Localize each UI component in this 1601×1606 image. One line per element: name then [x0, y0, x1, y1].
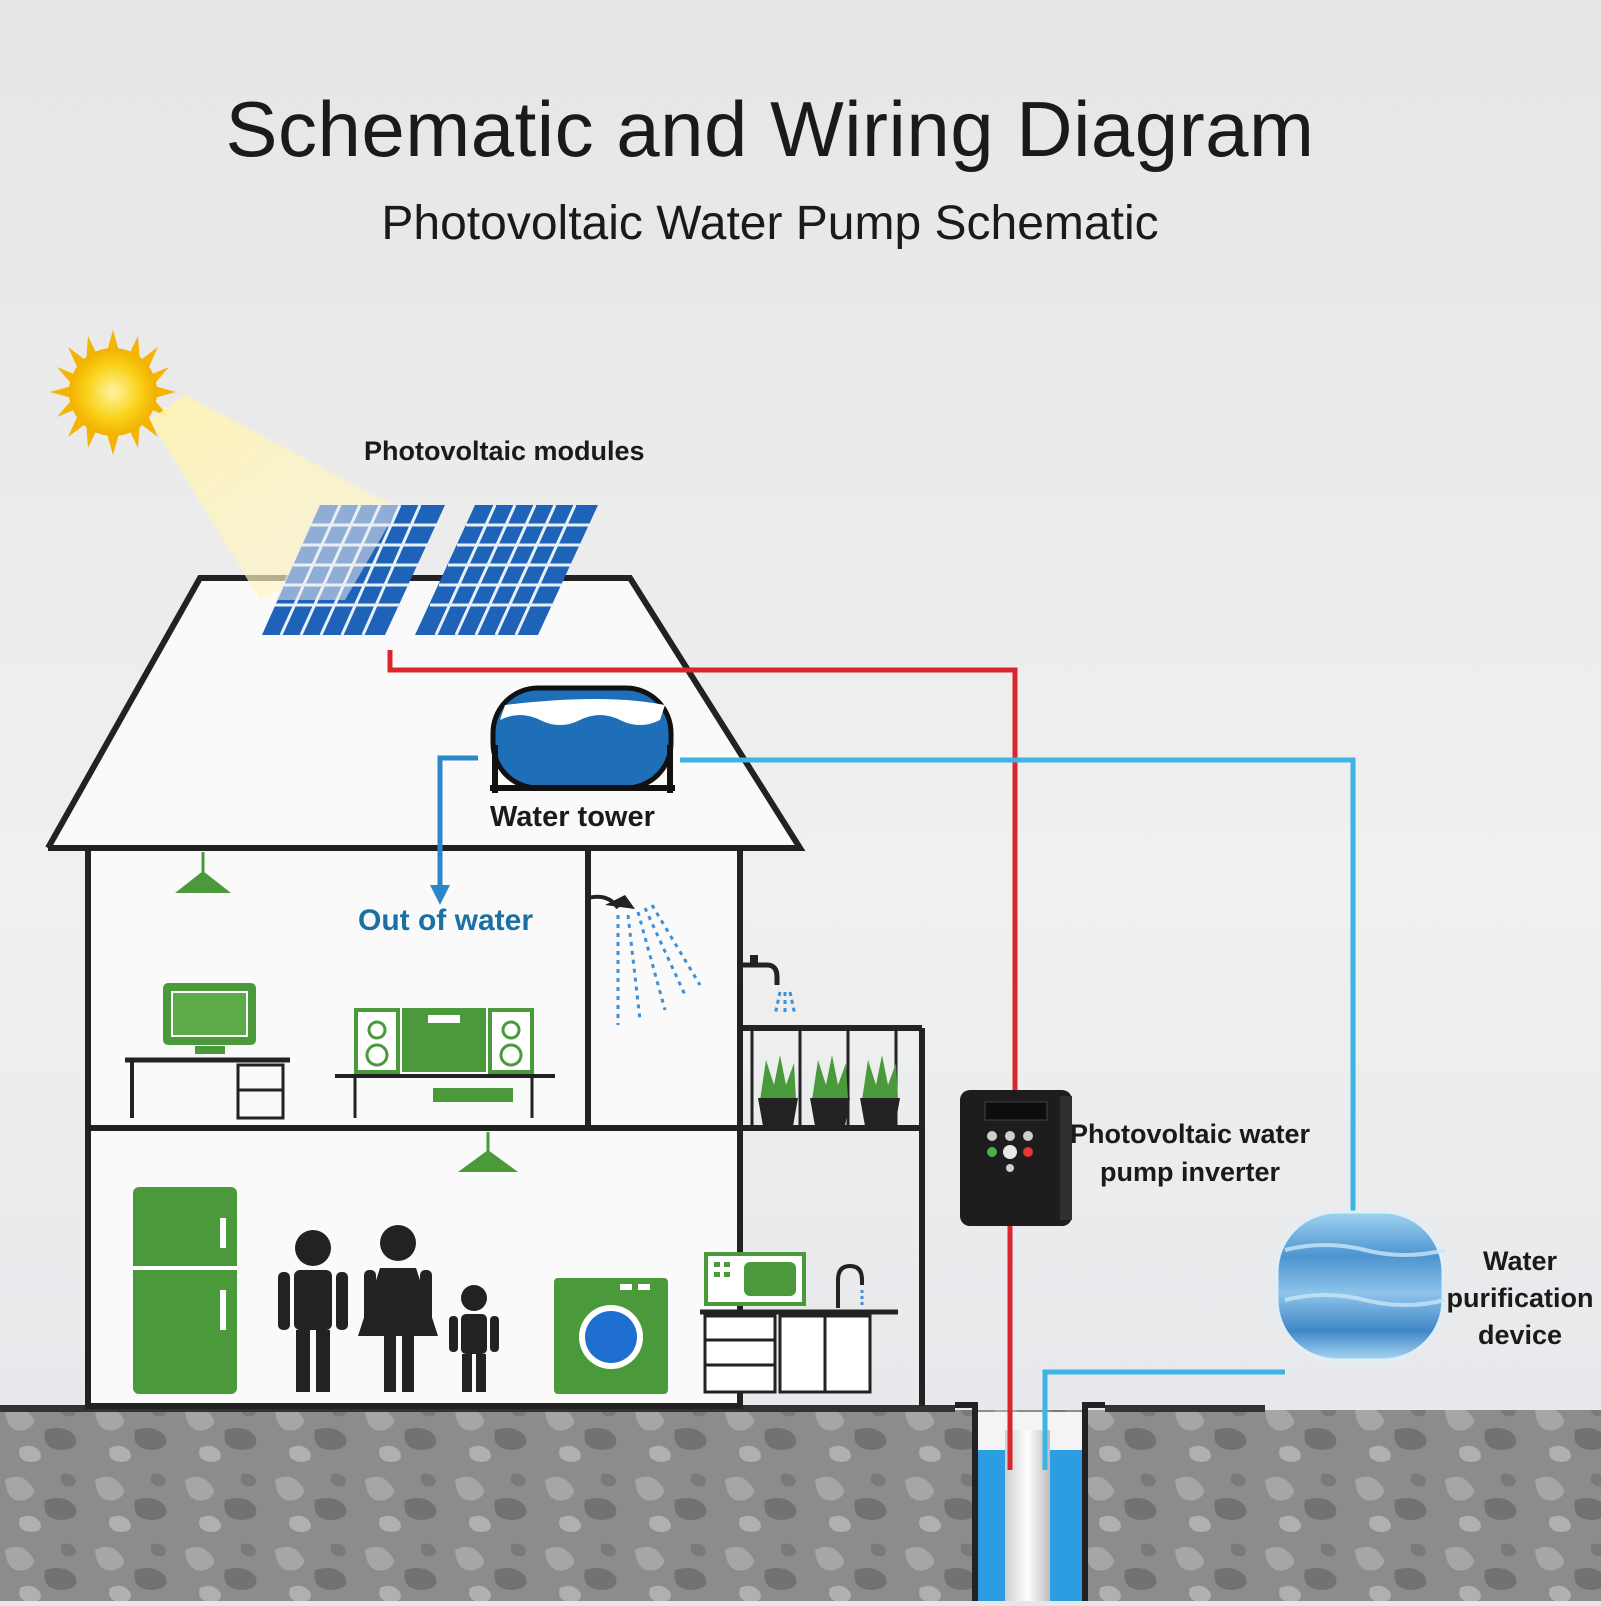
label-inverter-line1: Photovoltaic water [1070, 1119, 1311, 1149]
label-purifier-line2: purification [1446, 1283, 1594, 1313]
label-inverter: Photovoltaic water pump inverter [1070, 1115, 1310, 1191]
sun-icon [50, 330, 176, 455]
power-wire-panel-to-inverter [387, 650, 1018, 1100]
label-out-of-water: Out of water [358, 904, 534, 937]
label-purifier-line1: Water [1482, 1246, 1557, 1276]
page-title: Schematic and Wiring Diagram [225, 85, 1315, 173]
plants-icon [750, 1030, 900, 1126]
label-inverter-line2: pump inverter [1100, 1157, 1281, 1187]
label-purifier-line3: device [1477, 1320, 1563, 1350]
water-pipe-purifier-to-tower [680, 757, 1356, 1215]
water-tower-icon [490, 685, 675, 793]
washing-machine-icon [554, 1278, 668, 1394]
water-pipe-well-to-purifier [1042, 1369, 1285, 1470]
ground-line-right [1105, 1405, 1265, 1412]
stereo-icon [335, 1008, 555, 1118]
pv-module-left [262, 504, 445, 636]
tv-desk-icon [125, 983, 290, 1120]
kitchen-icon [700, 1252, 898, 1394]
shower-icon [587, 894, 702, 1025]
water-purifier-icon [1275, 1210, 1446, 1362]
label-purifier: Water purification device [1440, 1243, 1600, 1354]
pv-module-right [415, 504, 598, 636]
label-pv-modules: Photovoltaic modules [364, 436, 645, 466]
faucet-icon [742, 955, 797, 1016]
ceiling-lamp-icon [175, 852, 518, 1172]
water-outlet-pipe [437, 755, 478, 890]
family-icon [278, 1225, 499, 1392]
page-subtitle: Photovoltaic Water Pump Schematic [381, 197, 1159, 250]
inverter-icon [960, 1090, 1072, 1226]
fridge-icon [133, 1187, 237, 1394]
arrow-down-icon [430, 885, 450, 905]
well [955, 1402, 1105, 1601]
label-water-tower: Water tower [490, 801, 655, 833]
ground-texture [0, 1410, 1601, 1601]
